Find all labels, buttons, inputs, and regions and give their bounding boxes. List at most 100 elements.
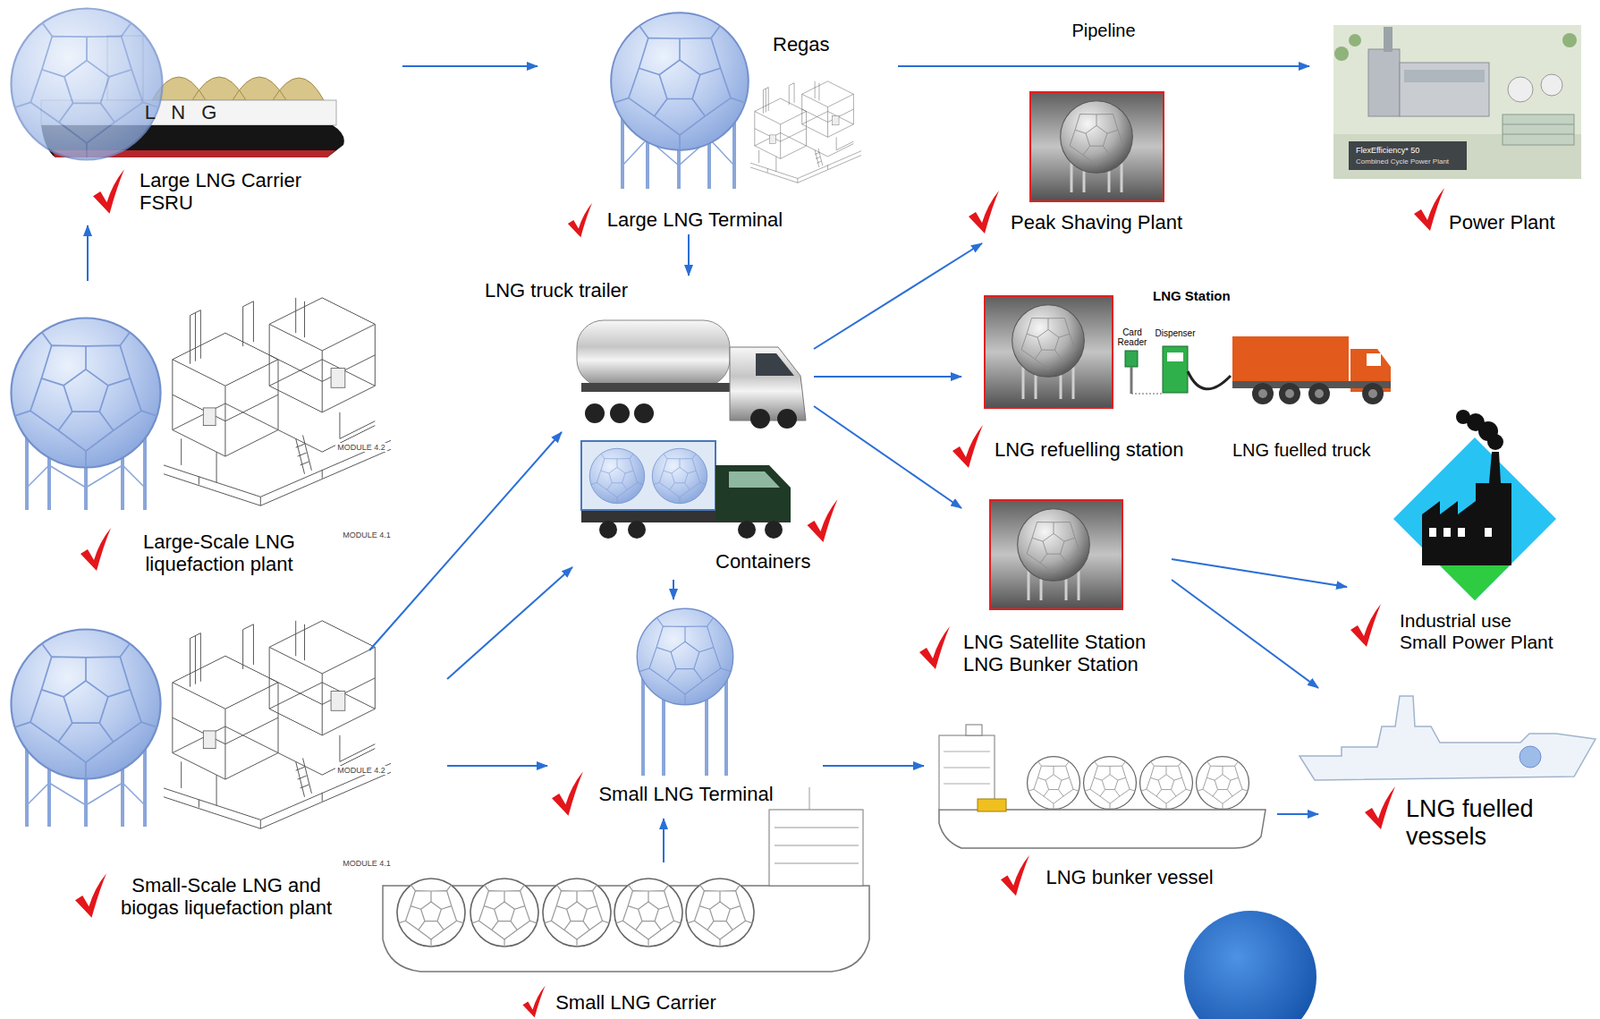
label-text: MODULE 4.1: [342, 530, 391, 540]
check-mark: [1364, 786, 1396, 830]
lng-truck-trailer: [584, 403, 605, 424]
industrial-icon: [1456, 409, 1504, 450]
check-mark: [75, 872, 107, 917]
lng-facility: LNG refuelling station: [961, 293, 1212, 466]
large-scale-liquefaction-plant: [163, 297, 391, 506]
power-plant-image: [1334, 46, 1349, 61]
power-plant-image: [1383, 26, 1393, 52]
fuelled-vessel-silhouette: [1519, 745, 1541, 768]
power-plant-image: [1540, 74, 1563, 96]
facility-caption: Containers: [715, 550, 811, 573]
satellite-tank: [990, 499, 1123, 610]
industrial-icon: [1456, 409, 1471, 424]
lng-carrier-ship: [11, 8, 163, 161]
power-plant-image: [1502, 124, 1575, 135]
refuelling-station-equipment: [1368, 389, 1378, 398]
flow-arrow: [662, 818, 665, 863]
container-truck: [599, 520, 783, 539]
container-truck: [728, 471, 780, 488]
container-truck: [599, 520, 618, 539]
facility-caption: Power Plant: [1448, 211, 1556, 234]
lng-truck-trailer: [576, 320, 806, 429]
flow-arrow: [813, 243, 983, 349]
container-truck: [581, 440, 791, 539]
small-carrier-drawing: [382, 787, 870, 972]
label-text: MODULE 4.2: [335, 442, 388, 452]
refuelling-station-equipment: [1278, 382, 1301, 405]
lng-truck-trailer: [750, 408, 771, 429]
small-terminal-sphere: [636, 608, 734, 705]
facility-caption: Small LNG Terminal: [598, 782, 773, 805]
check-mark: [1350, 603, 1381, 647]
lng-facility: Large-Scale LNG liquefaction plant: [8, 280, 398, 582]
check-mark: [522, 985, 545, 1018]
refuelling-station-equipment: [1308, 382, 1330, 405]
container-truck: [581, 440, 716, 510]
flow-arrow: [813, 406, 962, 508]
small-carrier-drawing: [470, 878, 539, 947]
small-carrier-drawing: [774, 787, 859, 864]
industrial-icon: [1443, 527, 1451, 537]
lng-facility: Power Plant: [1309, 17, 1588, 238]
flow-arrow: [369, 431, 562, 651]
check-mark: [93, 169, 125, 213]
lng-truck-trailer: [755, 353, 795, 376]
fuelled-vessel-silhouette: [1299, 695, 1596, 780]
bunker-vessel-drawing: [943, 751, 991, 784]
lng-facility: Small LNG Terminal: [547, 599, 823, 819]
small-scale-liquefaction-plant: [163, 620, 391, 829]
peak-shaving-tank: [1030, 92, 1164, 202]
refuelling-station-equipment: [1258, 389, 1378, 398]
label-text: Dispenser: [1154, 328, 1195, 339]
power-plant-image: [1562, 33, 1577, 48]
label-text: LNG fuelled truck: [1232, 440, 1372, 461]
check-mark: [567, 203, 593, 238]
bunker-vessel-drawing: [965, 724, 983, 736]
refuelling-station-equipment: [1162, 346, 1188, 393]
label-text: FlexEfficiency* 50: [1355, 145, 1420, 155]
label-text: Card Reader: [1116, 327, 1150, 348]
facility-caption: Small LNG Carrier: [555, 990, 717, 1014]
small-scale-liquefaction-plant: [10, 628, 161, 779]
lng-facility: Peak Shaving Plant: [965, 87, 1203, 244]
lng-carrier-ship: [11, 8, 345, 161]
flow-arrow: [1171, 579, 1319, 688]
check-mark: [807, 499, 839, 542]
refuelling-station-equipment: [1187, 371, 1231, 390]
refuelling-station-equipment: [1252, 382, 1384, 405]
container-truck: [715, 465, 791, 521]
container-truck: [651, 448, 707, 503]
peak-shaving-tank: [1030, 92, 1164, 202]
check-mark: [1413, 187, 1445, 231]
check-mark: [80, 527, 111, 571]
flow-arrow: [672, 579, 675, 600]
small-terminal-sphere: [636, 608, 734, 776]
small-carrier-drawing: [685, 878, 754, 947]
label-text: MODULE 4.1: [342, 858, 391, 868]
flow-arrow: [687, 234, 690, 276]
facility-caption: LNG fuelled vessels: [1405, 795, 1538, 851]
small-scale-liquefaction-plant: [10, 620, 391, 829]
lng-facility: LNG bunker vessel: [923, 724, 1278, 895]
small-carrier-drawing: [542, 878, 611, 947]
refuelling-station-equipment: [1232, 336, 1349, 381]
satellite-tank: [990, 499, 1123, 610]
industrial-icon: [1429, 527, 1437, 537]
power-plant-image: [1507, 76, 1533, 102]
small-carrier-drawing: [614, 878, 683, 947]
industrial-icon: [1484, 527, 1492, 537]
refuelling-station-equipment: [1130, 366, 1134, 394]
refuelling-station-equipment: [1125, 336, 1391, 405]
refuelling-tank: [1012, 304, 1085, 378]
bunker-vessel-drawing: [977, 798, 1007, 812]
facility-caption: Small-Scale LNG and biogas liquefaction …: [118, 873, 334, 920]
power-plant-image: [1399, 62, 1490, 117]
bunker-vessel-drawing: [1140, 756, 1194, 810]
lng-facility: RegasLarge LNG Terminal: [537, 17, 898, 235]
lng-truck-trailer: [634, 403, 654, 424]
large-terminal-sphere: [750, 81, 862, 183]
check-mark: [919, 626, 950, 669]
flow-arrow: [1277, 812, 1319, 815]
lng-truck-trailer: [609, 403, 630, 424]
